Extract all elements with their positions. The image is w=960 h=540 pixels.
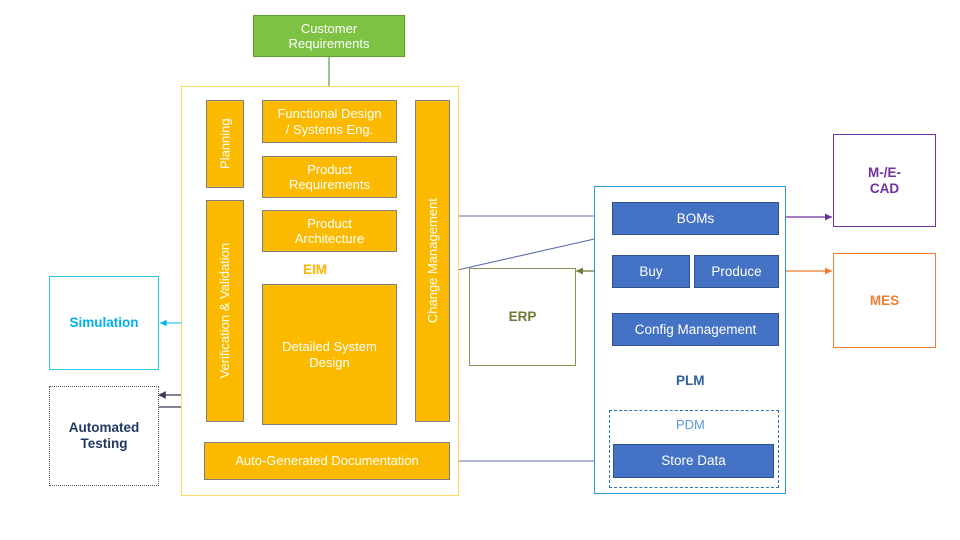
mcad-ecad-line1: M-/E- bbox=[868, 164, 901, 180]
product-requirements-line1: Product bbox=[307, 161, 352, 177]
produce-label: Produce bbox=[711, 263, 762, 279]
boms-label: BOMs bbox=[676, 210, 715, 226]
detailed-system-design-line1: Detailed System bbox=[282, 339, 377, 355]
planning-label: Planning bbox=[217, 118, 233, 170]
pdm-container bbox=[609, 410, 779, 488]
customer-requirements-line1: Customer bbox=[300, 20, 358, 36]
node-produce[interactable]: Produce bbox=[694, 255, 779, 288]
node-buy[interactable]: Buy bbox=[612, 255, 690, 288]
node-auto-generated-documentation[interactable]: Auto-Generated Documentation bbox=[204, 442, 450, 480]
mes-label: MES bbox=[869, 292, 900, 308]
automated-testing-line1: Automated bbox=[68, 420, 140, 436]
node-product-requirements[interactable]: Product Requirements bbox=[262, 156, 397, 198]
mcad-ecad-line2: CAD bbox=[869, 180, 900, 196]
node-mes[interactable]: MES bbox=[833, 253, 936, 348]
change-management-label: Change Management bbox=[424, 198, 440, 324]
label-pdm: PDM bbox=[676, 417, 705, 432]
verification-validation-label: Verification & Validation bbox=[217, 243, 233, 379]
product-architecture-line1: Product bbox=[307, 215, 352, 231]
automated-testing-line2: Testing bbox=[80, 436, 128, 451]
buy-label: Buy bbox=[639, 263, 663, 279]
node-erp[interactable]: ERP bbox=[469, 268, 576, 366]
node-verification-validation[interactable]: Verification & Validation bbox=[206, 200, 244, 422]
product-requirements-line2: Requirements bbox=[289, 177, 370, 192]
node-planning[interactable]: Planning bbox=[206, 100, 244, 188]
node-automated-testing[interactable]: Automated Testing bbox=[49, 386, 159, 486]
functional-design-line1: Functional Design bbox=[277, 106, 382, 122]
label-eim: EIM bbox=[303, 262, 328, 277]
node-store-data[interactable]: Store Data bbox=[613, 444, 774, 478]
label-plm: PLM bbox=[676, 373, 705, 388]
detailed-system-design-line2: Design bbox=[309, 354, 350, 370]
node-boms[interactable]: BOMs bbox=[612, 202, 779, 235]
node-change-management[interactable]: Change Management bbox=[415, 100, 450, 422]
erp-label: ERP bbox=[508, 309, 537, 325]
node-customer-requirements[interactable]: Customer Requirements bbox=[253, 15, 405, 57]
auto-generated-documentation-label: Auto-Generated Documentation bbox=[235, 453, 419, 469]
store-data-label: Store Data bbox=[661, 453, 726, 469]
node-mcad-ecad[interactable]: M-/E- CAD bbox=[833, 134, 936, 227]
node-product-architecture[interactable]: Product Architecture bbox=[262, 210, 397, 252]
functional-design-line2: / Systems Eng. bbox=[285, 121, 374, 137]
customer-requirements-line2: Requirements bbox=[288, 36, 370, 51]
node-config-management[interactable]: Config Management bbox=[612, 313, 779, 346]
node-detailed-system-design[interactable]: Detailed System Design bbox=[262, 284, 397, 425]
simulation-label: Simulation bbox=[69, 315, 139, 331]
product-architecture-line2: Architecture bbox=[294, 231, 365, 246]
node-simulation[interactable]: Simulation bbox=[49, 276, 159, 370]
node-functional-design[interactable]: Functional Design / Systems Eng. bbox=[262, 100, 397, 143]
config-management-label: Config Management bbox=[634, 321, 757, 337]
